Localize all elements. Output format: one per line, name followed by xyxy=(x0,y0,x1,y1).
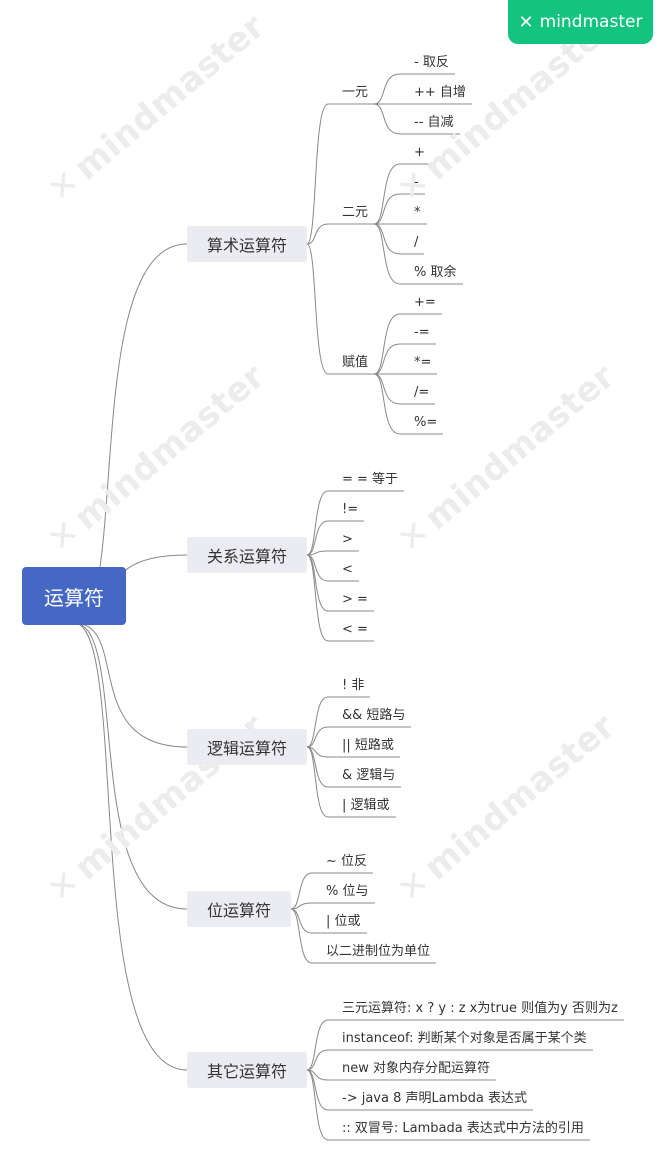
connector xyxy=(73,622,188,910)
connector xyxy=(306,1019,329,1071)
mindmaster-badge: ✕ mindmaster xyxy=(508,0,653,44)
group-assignment[interactable]: 赋值 xyxy=(342,355,369,370)
leaf-node[interactable]: instanceof: 判断某个对象是否属于某个类 xyxy=(342,1031,587,1046)
connector xyxy=(373,193,401,225)
connector xyxy=(306,243,329,375)
connector xyxy=(306,490,329,556)
connector xyxy=(306,696,329,748)
connector xyxy=(306,550,329,556)
leaf-node[interactable]: -> java 8 声明Lambda 表达式 xyxy=(342,1091,527,1106)
leaf-node[interactable]: += xyxy=(414,295,436,310)
leaf-node[interactable]: > xyxy=(342,532,353,547)
leaf-node[interactable]: | 逻辑或 xyxy=(342,798,390,813)
leaf-node[interactable]: :: 双冒号: Lambada 表达式中方法的引用 xyxy=(342,1121,584,1136)
connector xyxy=(373,223,401,285)
leaf-node[interactable]: 以二进制位为单位 xyxy=(326,944,431,959)
group-unary[interactable]: 一元 xyxy=(342,85,369,100)
group-binary[interactable]: 二元 xyxy=(342,205,369,220)
connector xyxy=(306,726,329,748)
connector xyxy=(306,1069,329,1141)
mindmaster-logo-icon: ✕ xyxy=(518,11,534,33)
leaf-node[interactable]: new 对象内存分配运算符 xyxy=(342,1061,491,1076)
leaf-node[interactable]: /= xyxy=(414,385,430,400)
connector xyxy=(290,872,313,910)
branch-arithmetic[interactable]: 算术运算符 xyxy=(187,226,307,262)
connector xyxy=(373,373,401,435)
leaf-node[interactable]: < xyxy=(342,562,353,577)
leaf-node[interactable]: * xyxy=(414,205,421,220)
leaf-node[interactable]: % 取余 xyxy=(414,265,457,280)
connector xyxy=(306,103,329,245)
root-node[interactable]: 运算符 xyxy=(22,567,126,625)
leaf-node[interactable]: 三元运算符: x ? y : z x为true 则值为y 否则为z xyxy=(342,1001,618,1016)
leaf-node[interactable]: ++ 自增 xyxy=(414,85,466,100)
leaf-node[interactable]: %= xyxy=(414,415,438,430)
branch-other[interactable]: 其它运算符 xyxy=(187,1052,307,1088)
leaf-node[interactable]: < = xyxy=(342,622,368,637)
connector xyxy=(306,520,329,556)
branch-relational[interactable]: 关系运算符 xyxy=(187,537,307,573)
leaf-node[interactable]: = = 等于 xyxy=(342,472,399,487)
brand-name: mindmaster xyxy=(539,12,643,32)
connector xyxy=(306,746,329,788)
connector xyxy=(290,908,313,934)
leaf-node[interactable]: | 位或 xyxy=(326,914,361,929)
connector xyxy=(306,1069,329,1111)
branch-bitwise[interactable]: 位运算符 xyxy=(187,891,291,927)
leaf-node[interactable]: % 位与 xyxy=(326,884,369,899)
connector xyxy=(73,622,188,1071)
connector xyxy=(373,343,401,375)
connector xyxy=(373,163,401,225)
leaf-node[interactable]: & 逻辑与 xyxy=(342,768,396,783)
connector xyxy=(290,902,313,910)
connector xyxy=(306,223,329,245)
leaf-node[interactable]: > = xyxy=(342,592,368,607)
leaf-node[interactable]: -- 自减 xyxy=(414,115,454,130)
leaf-node[interactable]: && 短路与 xyxy=(342,708,406,723)
connector xyxy=(373,223,401,255)
leaf-node[interactable]: - xyxy=(414,175,419,190)
connector xyxy=(306,1049,329,1071)
leaf-node[interactable]: / xyxy=(414,235,419,250)
leaf-node[interactable]: *= xyxy=(414,355,432,370)
leaf-node[interactable]: != xyxy=(342,502,359,517)
leaf-node[interactable]: -= xyxy=(414,325,430,340)
connector xyxy=(373,373,401,405)
connector xyxy=(373,73,401,105)
connector xyxy=(290,908,313,964)
leaf-node[interactable]: ! 非 xyxy=(342,678,365,693)
leaf-node[interactable]: || 短路或 xyxy=(342,738,394,753)
leaf-node[interactable]: - 取反 xyxy=(414,55,449,70)
connector xyxy=(73,622,188,748)
connector xyxy=(306,746,329,818)
connector xyxy=(306,554,329,642)
leaf-node[interactable]: ~ 位反 xyxy=(326,854,368,869)
connector xyxy=(306,554,329,612)
leaf-node[interactable]: + xyxy=(414,145,425,160)
connector xyxy=(373,313,401,375)
connector xyxy=(373,103,401,135)
branch-logical[interactable]: 逻辑运算符 xyxy=(187,729,307,765)
